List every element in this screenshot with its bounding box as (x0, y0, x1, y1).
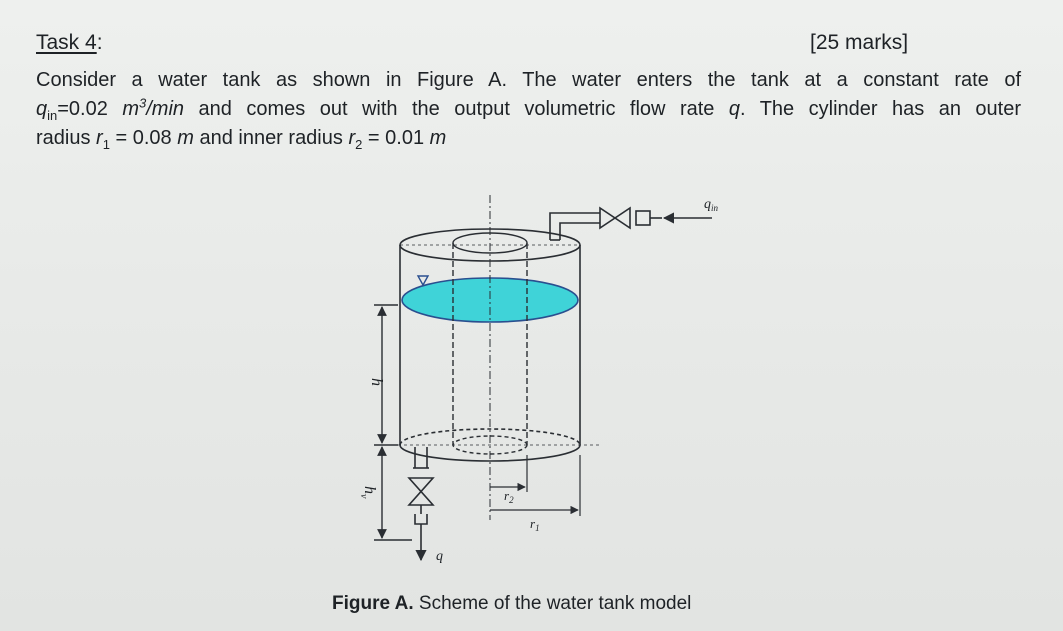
height-dimension-hv (374, 446, 412, 541)
task-description: Consider a water tank as shown in Figure… (36, 66, 1021, 153)
h-label: h (368, 378, 385, 386)
r2-value: = 0.01 (362, 127, 430, 149)
outlet-valve (407, 477, 435, 506)
r1-symbol: r (96, 127, 103, 149)
inlet-pipe-inner (559, 222, 600, 240)
description-line-2: qin=0.02 m3/min and comes out with the o… (36, 95, 1021, 124)
water-surface (401, 277, 579, 323)
inlet-pipe-outer (549, 212, 600, 240)
radius-dimensions (490, 455, 581, 516)
description-line-2-middle: and comes out with the output volumetric… (184, 98, 729, 120)
inlet-fitting (635, 210, 651, 226)
r1-label: r1 (530, 516, 540, 533)
qin-unit-m: m (122, 98, 139, 120)
r1-value: = 0.08 (109, 127, 178, 149)
inlet-pipe (549, 206, 712, 241)
qin-symbol: q (36, 98, 48, 120)
r1-subscript: 1 (102, 137, 110, 152)
water-level-marker (416, 275, 430, 287)
inlet-valve (599, 206, 631, 230)
figure-caption-label: Figure A. (332, 593, 414, 614)
qin-value: =0.02 (57, 98, 123, 120)
radius-text: radius (36, 127, 97, 149)
qin-unit: m3/min (122, 95, 185, 120)
r2-subscript: 2 (355, 137, 363, 152)
task-colon: : (96, 31, 103, 54)
outlet-pipe (414, 447, 428, 468)
r2-unit: m (429, 127, 447, 149)
description-line-2-end: . The cylinder has an outer (740, 98, 1022, 120)
task-title: Task 4: (36, 30, 103, 56)
qin-label: qin (704, 197, 719, 213)
outer-cylinder-bottom-front (399, 444, 581, 462)
outlet-nozzle (414, 514, 428, 525)
r2-label: r2 (504, 488, 514, 505)
r2-symbol: r (348, 127, 356, 149)
hv-label: hv (358, 486, 378, 499)
q-outflow-label: q (436, 549, 443, 564)
q-symbol: q (728, 98, 741, 120)
description-line-1: Consider a water tank as shown in Figure… (36, 69, 1021, 91)
r1-unit: m (177, 127, 194, 149)
description-line-3: radius r1 = 0.08 m and inner radius r2 =… (36, 124, 1021, 153)
qin-subscript: in (47, 108, 58, 123)
qin-unit-min: /min (146, 98, 185, 120)
task-label: Task 4 (36, 31, 97, 54)
outlet-assembly (407, 447, 435, 562)
figure-caption: Figure A. Scheme of the water tank model (332, 592, 691, 616)
task-marks: [25 marks] (810, 31, 909, 54)
outer-cylinder-bottom-back (399, 428, 581, 446)
qin-unit-exponent: 3 (139, 95, 147, 111)
height-dimension-h (374, 304, 398, 446)
figure-caption-text: Scheme of the water tank model (413, 593, 692, 614)
inner-radius-text: and inner radius (193, 127, 349, 149)
